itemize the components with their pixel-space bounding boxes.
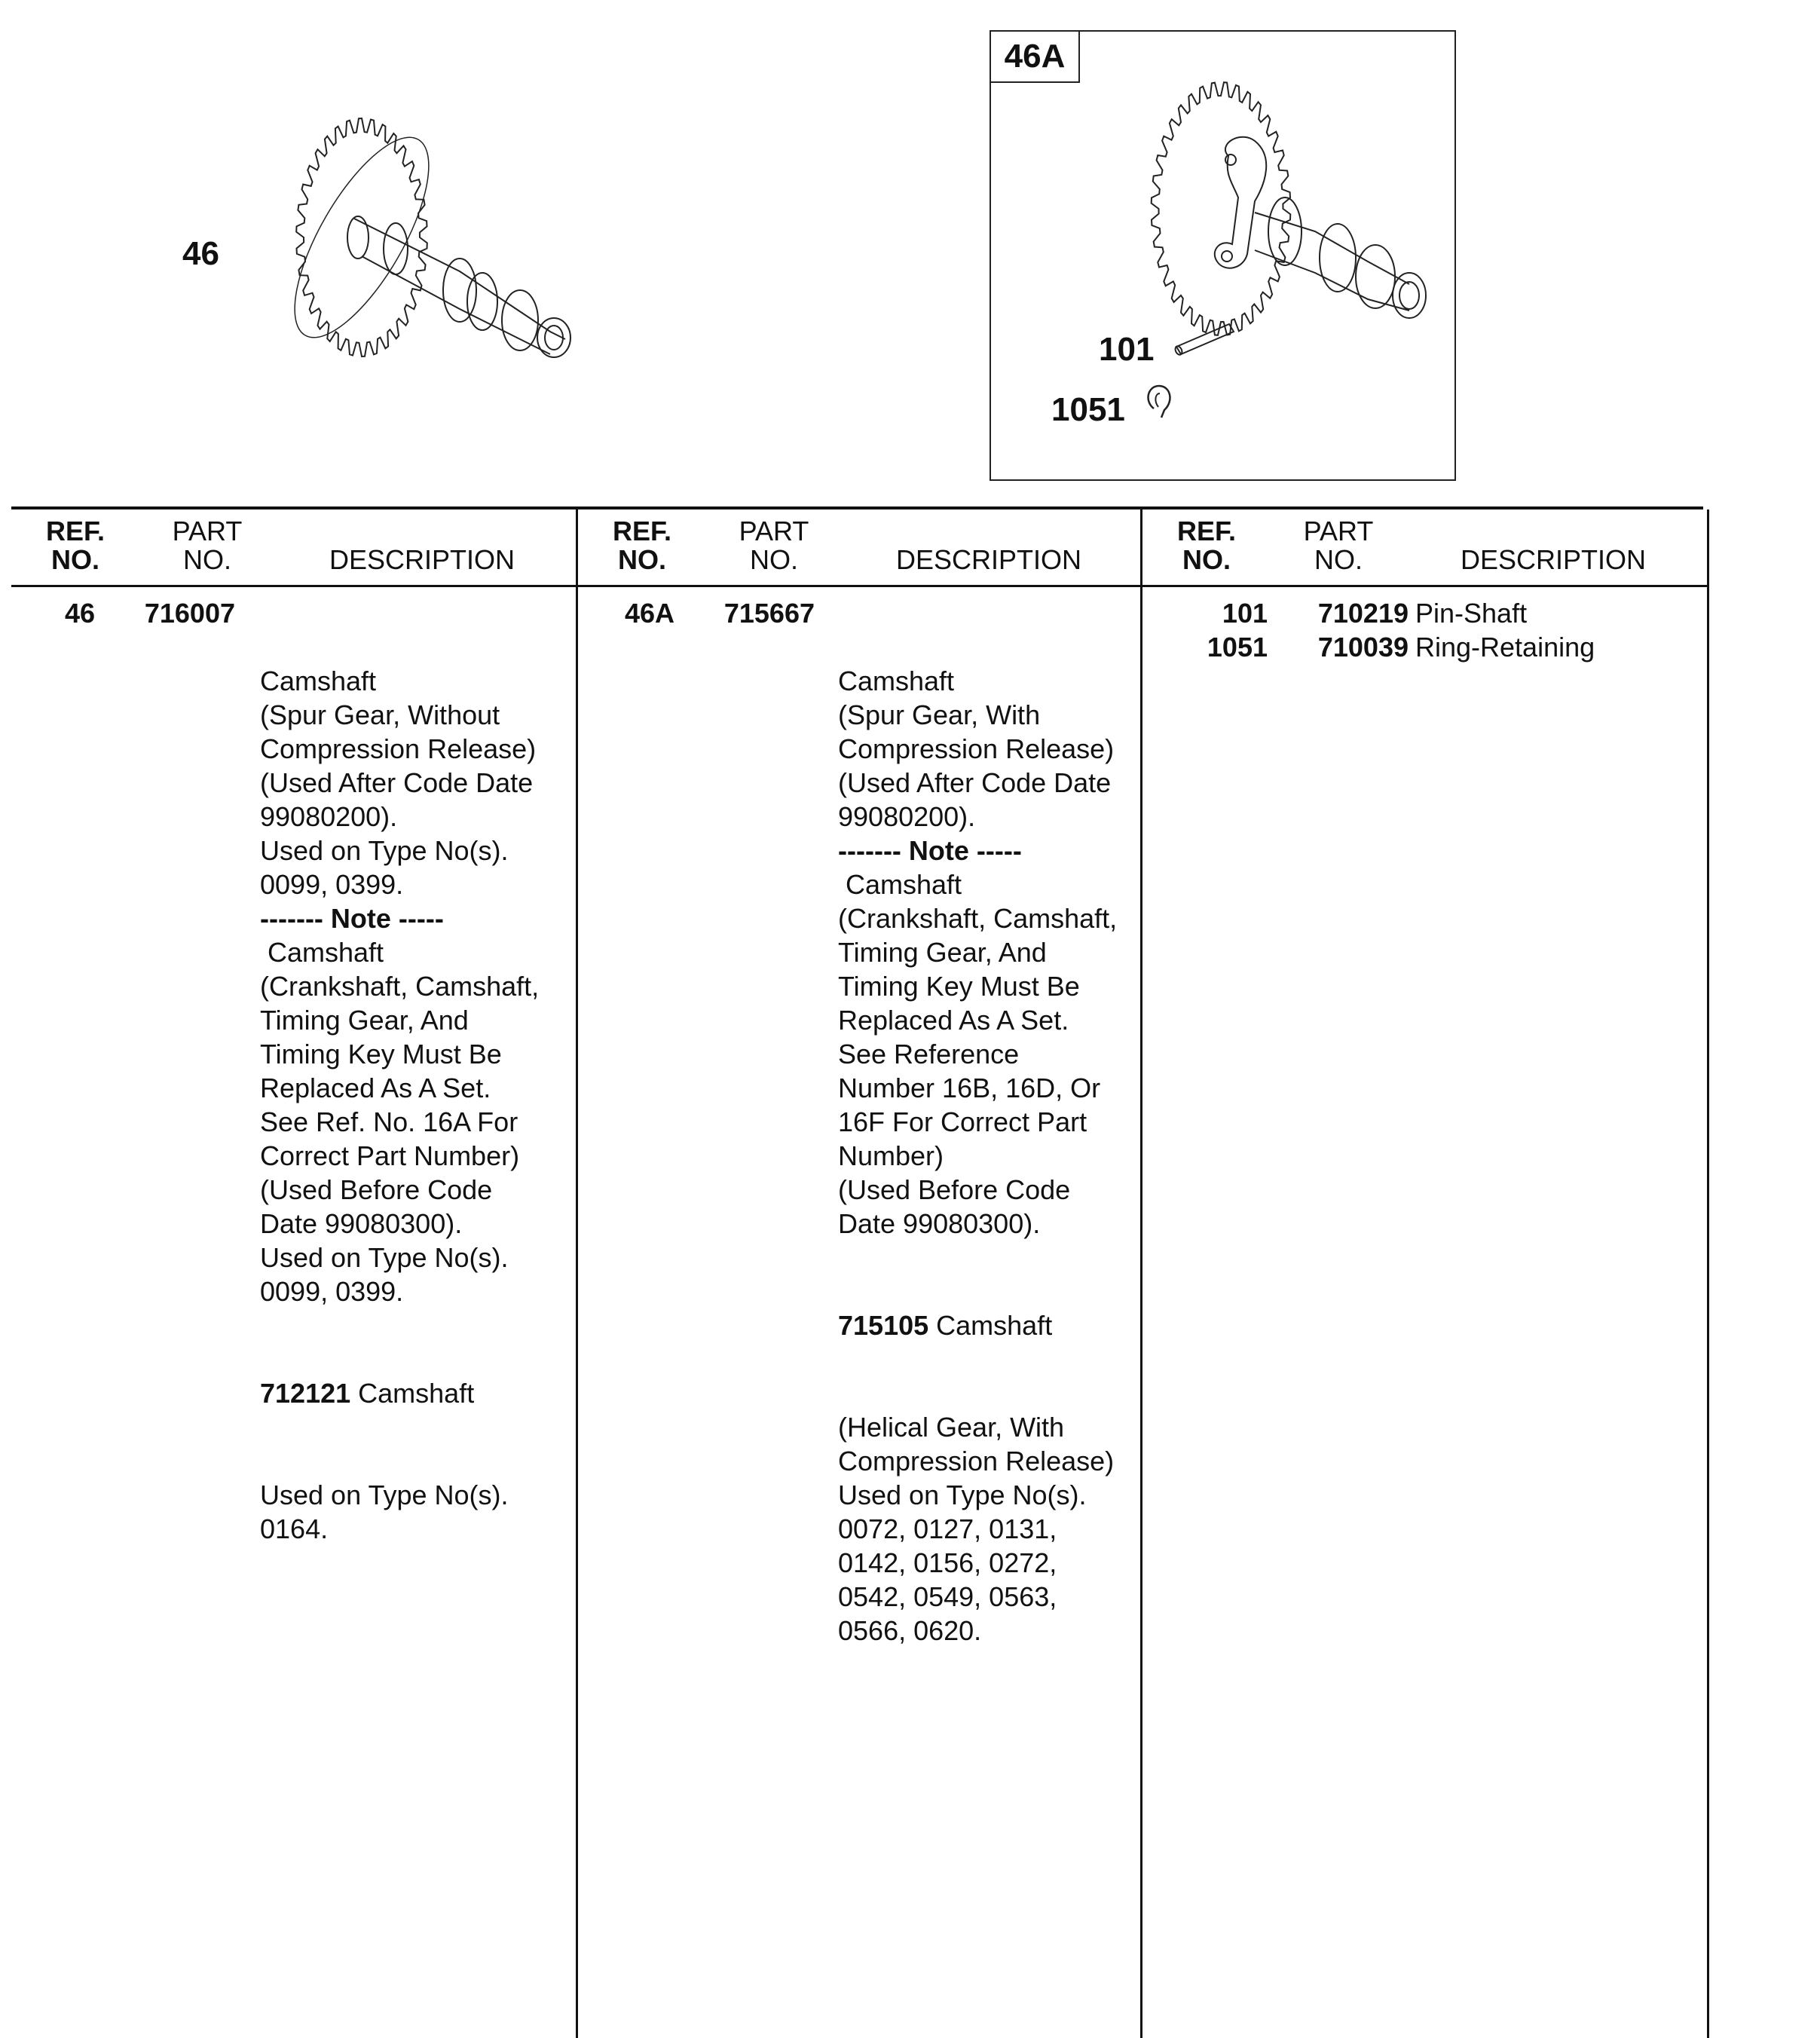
description-line: Used on Type No(s). — [260, 835, 509, 866]
description-line: Used on Type No(s). — [838, 1480, 1087, 1510]
header-ref-no: REF.NO. — [1176, 516, 1236, 575]
description-line: 0099, 0399. — [260, 1276, 404, 1307]
description-line: Compression Release) — [838, 733, 1115, 764]
description-line: 0566, 0620. — [838, 1615, 982, 1646]
description-line: ------- Note ----- — [838, 835, 1022, 866]
figure-46a-frame: 46A 101 1051 — [990, 30, 1456, 481]
callout-46: 46 — [182, 235, 219, 272]
description-line: ------- Note ----- — [260, 903, 444, 934]
description-line: (Crankshaft, Camshaft, — [838, 903, 1118, 934]
description-line: Date 99080300). — [838, 1208, 1041, 1239]
callout-101: 101 — [1099, 331, 1155, 368]
description-line: Used on Type No(s). — [260, 1242, 509, 1273]
description-line: (Used After Code Date — [838, 767, 1112, 798]
description-line: Compression Release) — [260, 733, 537, 764]
header-description: DESCRIPTION — [329, 544, 515, 575]
description-line: Used on Type No(s). — [260, 1480, 509, 1510]
description-line: See Ref. No. 16A For — [260, 1106, 518, 1137]
description-line: 0142, 0156, 0272, — [838, 1547, 1057, 1578]
description-line: Timing Key Must Be — [838, 971, 1080, 1002]
header-ref-no: REF.NO. — [45, 516, 105, 575]
description-line: (Used After Code Date — [260, 767, 534, 798]
description-line: (Used Before Code — [260, 1174, 493, 1205]
description-line: (Spur Gear, Without — [260, 699, 500, 730]
ref-no: 46A — [624, 598, 674, 629]
part-no: 710219 — [1317, 598, 1409, 629]
retaining-ring-icon — [1147, 384, 1171, 418]
figure-46a-label: 46A — [991, 32, 1080, 83]
pin-shaft-icon — [1174, 323, 1235, 356]
callout-1051: 1051 — [1051, 391, 1125, 428]
description-line: Replaced As A Set. — [838, 1005, 1069, 1036]
description-line: Correct Part Number) — [260, 1140, 520, 1171]
description-line: Camshaft — [260, 937, 384, 968]
description-line: Number 16B, 16D, Or — [838, 1073, 1101, 1103]
description-line: (Spur Gear, With — [838, 699, 1041, 730]
description-line: 0164. — [260, 1513, 329, 1544]
description: Ring-Retaining — [1415, 632, 1595, 663]
description-line: 99080200). — [260, 801, 398, 832]
description-line: 0099, 0399. — [260, 869, 404, 900]
header-ref-no: REF.NO. — [612, 516, 671, 575]
ref-no: 101 — [1222, 598, 1268, 629]
description: Pin-Shaft — [1415, 598, 1528, 629]
gear-teeth — [295, 117, 428, 358]
description-line: Compression Release) — [838, 1446, 1115, 1476]
gear-teeth — [1150, 81, 1292, 336]
description-line: Timing Gear, And — [838, 937, 1047, 968]
description-line: 99080200). — [838, 801, 976, 832]
description-line: Camshaft — [838, 666, 955, 696]
alt-description: Camshaft — [350, 1378, 475, 1409]
description-line: (Used Before Code — [838, 1174, 1071, 1205]
header-description: DESCRIPTION — [1460, 544, 1647, 575]
table-row: 101 710219 Pin-Shaft — [1142, 596, 1707, 630]
description-line: (Helical Gear, With — [838, 1412, 1065, 1443]
alt-part-no: 712121 — [260, 1378, 351, 1409]
ref-no: 1051 — [1207, 632, 1268, 663]
description-line: Replaced As A Set. — [260, 1073, 491, 1103]
description-line: 0542, 0549, 0563, — [838, 1581, 1057, 1612]
description-line: Timing Key Must Be — [260, 1039, 502, 1069]
camshaft-spur-gear-illustration — [294, 117, 571, 358]
description-line: Camshaft — [838, 869, 962, 900]
description-line: 16F For Correct Part — [838, 1106, 1087, 1137]
camshaft-compression-release-illustration — [1150, 81, 1427, 336]
description-line: Date 99080300). — [260, 1208, 463, 1239]
description-line: Number) — [838, 1140, 944, 1171]
table-body: 101 710219 Pin-Shaft 1051 710039 Ring-Re… — [1142, 596, 1707, 664]
part-no: 715667 — [723, 598, 815, 629]
description-line: (Crankshaft, Camshaft, — [260, 971, 540, 1002]
ref-no: 46 — [64, 598, 95, 629]
part-no: 710039 — [1317, 632, 1409, 663]
description-line: See Reference — [838, 1039, 1020, 1069]
alt-description: Camshaft — [928, 1310, 1053, 1341]
table-row: 1051 710039 Ring-Retaining — [1142, 630, 1707, 664]
description-line: 0072, 0127, 0131, — [838, 1513, 1057, 1544]
part-no: 716007 — [144, 598, 235, 629]
description-line: Camshaft — [260, 666, 377, 696]
alt-part-no: 715105 — [838, 1310, 929, 1341]
description-line: Timing Gear, And — [260, 1005, 469, 1036]
header-description: DESCRIPTION — [895, 544, 1082, 575]
